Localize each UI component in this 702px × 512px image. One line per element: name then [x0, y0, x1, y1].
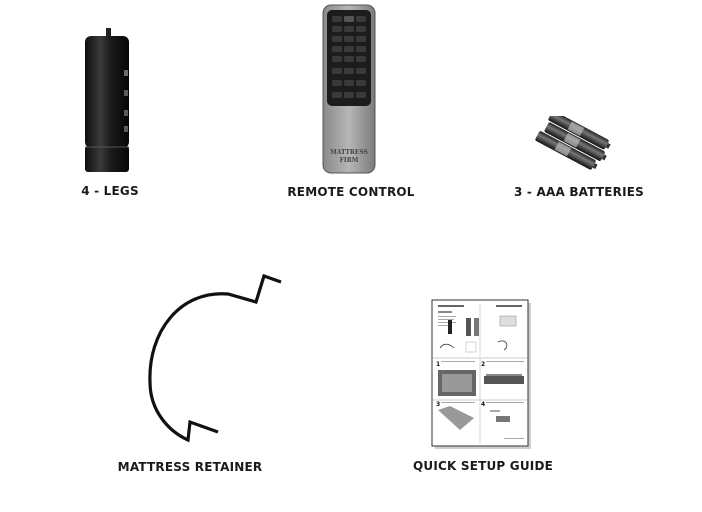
remote-button [356, 92, 366, 98]
svg-text:2: 2 [481, 361, 485, 368]
mattress-retainer-caption: MATTRESS RETAINER [117, 460, 263, 474]
remote-button [344, 16, 354, 22]
batteries-image [534, 116, 614, 170]
remote-button [332, 80, 342, 86]
remote-button [332, 46, 342, 52]
batteries-caption: 3 - AAA BATTERIES [513, 185, 645, 199]
quick-setup-guide-caption: QUICK SETUP GUIDE [412, 459, 554, 473]
remote-button [356, 26, 366, 32]
remote-button [332, 26, 342, 32]
legs-caption: 4 - LEGS [81, 184, 139, 198]
svg-text:FIRM: FIRM [340, 157, 359, 164]
remote-button [332, 92, 342, 98]
remote-button [332, 36, 342, 42]
remote-button [356, 36, 366, 42]
svg-text:4: 4 [481, 401, 485, 408]
quick-setup-guide-image: 1 2 3 4 [430, 298, 532, 450]
leg-image [82, 28, 134, 174]
mattress-retainer-image [140, 272, 290, 452]
remote-button [344, 92, 354, 98]
svg-text:3: 3 [436, 401, 440, 408]
remote-button [356, 46, 366, 52]
remote-button [344, 68, 354, 74]
remote-button [344, 26, 354, 32]
svg-text:1: 1 [436, 361, 440, 368]
remote-button-grid [332, 16, 366, 98]
remote-button [344, 80, 354, 86]
remote-button [344, 46, 354, 52]
remote-button [344, 36, 354, 42]
remote-button [332, 16, 342, 22]
remote-button [332, 68, 342, 74]
remote-button [356, 68, 366, 74]
remote-button [356, 16, 366, 22]
remote-brand-logo: MATTRESS [330, 149, 368, 156]
remote-control-caption: REMOTE CONTROL [287, 185, 415, 199]
remote-button [344, 56, 354, 62]
remote-button [356, 56, 366, 62]
remote-button [356, 80, 366, 86]
remote-control-image: MATTRESS FIRM [322, 4, 376, 174]
remote-button [332, 56, 342, 62]
